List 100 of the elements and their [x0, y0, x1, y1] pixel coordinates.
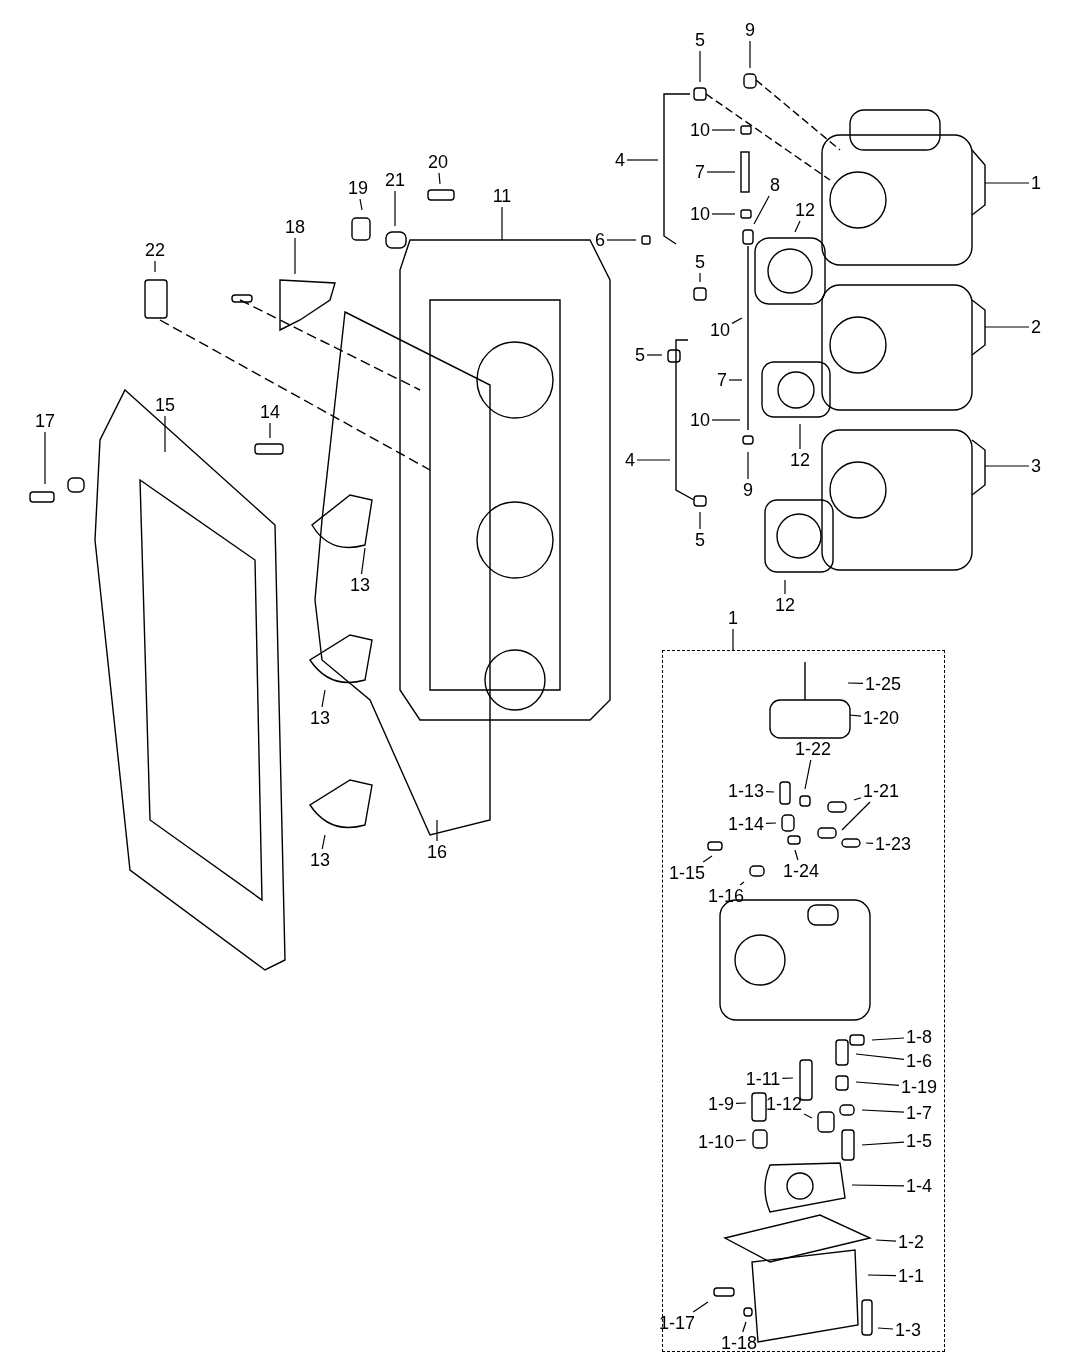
callout-number: 7	[717, 370, 727, 390]
callout-number: 2	[1031, 317, 1041, 337]
leader-line	[803, 1113, 813, 1119]
callout-number: 1-12	[766, 1094, 802, 1114]
callout-number: 21	[385, 170, 405, 190]
leader-line	[747, 451, 749, 480]
callout-number: 1-21	[863, 781, 899, 801]
callout-number: 15	[155, 395, 175, 415]
callout-number: 12	[790, 450, 810, 470]
leader-line	[984, 326, 1030, 328]
callout-number: 1-2	[898, 1232, 924, 1252]
leader-line	[765, 822, 777, 824]
leader-line	[749, 40, 751, 69]
callout-number: 10	[710, 320, 730, 340]
callout-number: 1-5	[906, 1131, 932, 1151]
leader-line	[984, 465, 1030, 467]
leader-line	[799, 423, 801, 450]
leader-line	[699, 50, 701, 83]
callout-number: 12	[775, 595, 795, 615]
callout-number: 10	[690, 410, 710, 430]
callout-number: 1-22	[795, 739, 831, 759]
leader-line	[699, 272, 701, 283]
callout-number: 4	[615, 150, 625, 170]
callout-number: 1-25	[865, 674, 901, 694]
callout-number: 5	[635, 345, 645, 365]
leader-line	[394, 190, 396, 227]
leader-line	[626, 159, 659, 161]
leader-line	[269, 422, 271, 439]
callout-number: 1-24	[783, 861, 819, 881]
callout-number: 13	[310, 708, 330, 728]
callout-number: 8	[770, 175, 780, 195]
leader-line	[742, 1321, 747, 1333]
callout-number: 13	[350, 575, 370, 595]
leader-line	[359, 198, 363, 211]
leader-line	[501, 206, 503, 241]
callout-number: 5	[695, 252, 705, 272]
callout-number: 1-17	[659, 1313, 695, 1333]
leader-line	[984, 182, 1030, 184]
leader-line	[636, 459, 671, 461]
leader-line	[702, 855, 713, 863]
leader-line	[321, 689, 326, 708]
leader-line	[711, 213, 736, 215]
leader-line	[44, 431, 46, 485]
callout-number: 6	[595, 230, 605, 250]
leader-line	[875, 1239, 897, 1242]
leader-line	[732, 628, 734, 651]
leader-line	[861, 1141, 905, 1146]
callout-number: 1	[1031, 173, 1041, 193]
leader-line	[855, 1053, 905, 1060]
callout-number: 12	[795, 200, 815, 220]
callout-number: 1-23	[875, 834, 911, 854]
callout-number: 16	[427, 842, 447, 862]
callout-number: 3	[1031, 456, 1041, 476]
leader-line	[867, 1274, 897, 1277]
callout-number: 1-18	[721, 1333, 757, 1353]
leader-line	[154, 260, 156, 273]
callout-number: 1-19	[901, 1077, 937, 1097]
leader-line	[865, 842, 874, 844]
leader-line	[855, 1081, 900, 1086]
callout-number: 17	[35, 411, 55, 431]
callout-number: 5	[695, 530, 705, 550]
callout-number: 1-4	[906, 1176, 932, 1196]
leader-line	[699, 511, 701, 530]
callout-number: 14	[260, 402, 280, 422]
leader-line	[711, 129, 736, 131]
leader-line	[849, 714, 862, 717]
leader-line	[739, 881, 745, 886]
callout-number: 20	[428, 152, 448, 172]
leader-line	[804, 759, 812, 790]
leader-line	[735, 1102, 747, 1104]
leader-line	[861, 1109, 905, 1113]
leader-line	[753, 195, 770, 225]
leader-line	[360, 547, 366, 575]
leader-line	[164, 415, 166, 453]
callout-number: 19	[348, 178, 368, 198]
leader-line	[853, 797, 862, 801]
callout-number: 18	[285, 217, 305, 237]
leader-line	[841, 801, 871, 831]
leader-line	[735, 1139, 747, 1142]
callout-number: 22	[145, 240, 165, 260]
leader-line	[606, 239, 637, 241]
leader-line	[692, 1301, 709, 1313]
callout-number: 10	[690, 120, 710, 140]
leader-line	[646, 354, 663, 356]
callout-number: 1-14	[728, 814, 764, 834]
callout-number: 9	[743, 480, 753, 500]
leader-line	[294, 237, 296, 275]
callout-number: 4	[625, 450, 635, 470]
leader-line	[436, 819, 438, 842]
callout-number: 13	[310, 850, 330, 870]
leader-line	[784, 579, 786, 595]
callout-number: 9	[745, 20, 755, 40]
leader-line	[765, 791, 775, 793]
callout-number: 1-11	[745, 1069, 781, 1089]
callout-number: 1-7	[906, 1103, 932, 1123]
callout-number: 1-16	[708, 886, 744, 906]
leader-line	[794, 849, 799, 861]
leader-line	[794, 220, 801, 233]
leader-line	[321, 834, 326, 850]
callout-number: 11	[492, 186, 512, 206]
